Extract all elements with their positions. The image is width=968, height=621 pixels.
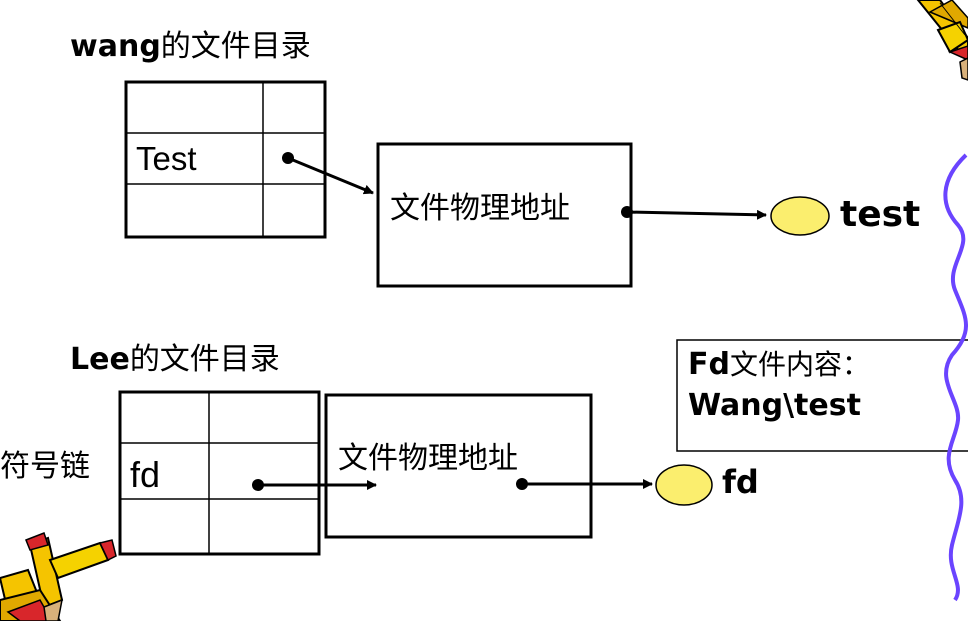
wang-entry-name: Test xyxy=(136,140,197,177)
lee-physical-address-box xyxy=(324,393,593,539)
wang-box-label: 文件物理地址 xyxy=(390,191,570,226)
fd-file-label: fd xyxy=(722,463,759,501)
test-file-label: test xyxy=(840,194,921,235)
pencil-clipart-top-right xyxy=(916,0,968,81)
wang-address-arrow xyxy=(626,209,767,220)
fd-note-path: Wang\test xyxy=(688,388,861,423)
wang-directory-table xyxy=(124,80,327,239)
symbolic-link-label: 符号链 xyxy=(0,449,90,484)
fd-note-bold: Fd xyxy=(688,347,730,382)
pencil-clipart-bottom-left xyxy=(0,532,117,621)
lee-directory-title: Lee的文件目录 xyxy=(70,345,280,375)
test-file-node xyxy=(770,196,830,236)
lee-title-rest: 的文件目录 xyxy=(129,342,280,377)
wang-entry-arrow xyxy=(287,156,374,195)
fd-content-note-box xyxy=(676,339,968,452)
decorative-wavy-line xyxy=(943,153,968,602)
fd-note-line1: Fd文件内容： xyxy=(688,350,870,380)
fd-note-rest: 文件内容： xyxy=(729,348,870,381)
fd-file-node xyxy=(655,464,713,506)
lee-title-bold: Lee xyxy=(70,342,130,377)
wang-directory-title: wang的文件目录 xyxy=(70,32,311,62)
lee-directory-table xyxy=(118,390,321,556)
wang-title-rest: 的文件目录 xyxy=(160,29,311,64)
wang-title-bold: wang xyxy=(70,29,161,64)
lee-entry-name: fd xyxy=(130,454,161,495)
lee-box-label: 文件物理地址 xyxy=(338,441,518,476)
